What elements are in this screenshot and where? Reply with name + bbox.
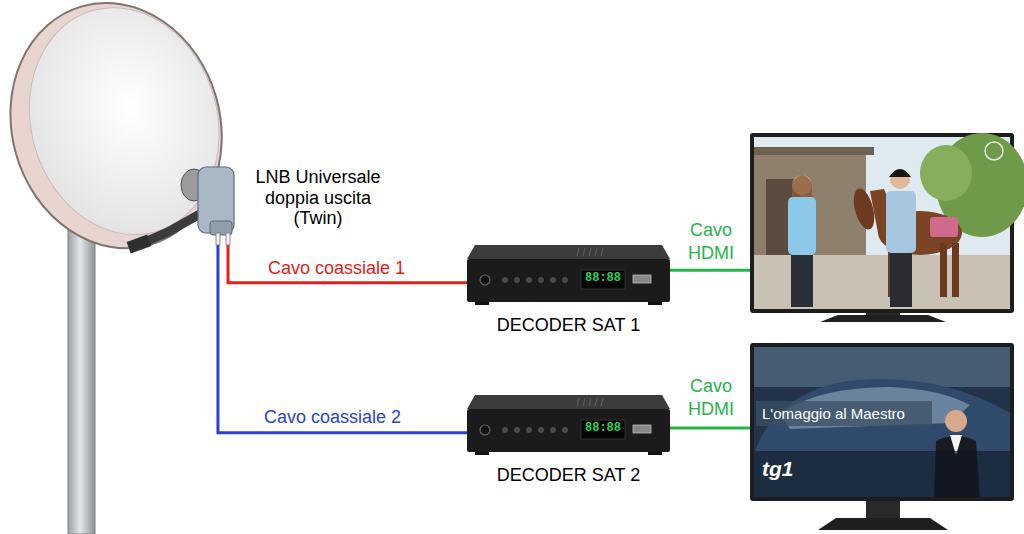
button <box>526 277 532 283</box>
decoder-foot <box>475 302 489 305</box>
device-label: LNB Universale doppia uscita (Twin) <box>246 167 390 229</box>
vent <box>601 248 603 256</box>
decoder-vents <box>577 248 603 256</box>
button <box>502 277 508 283</box>
dish-surface <box>3 0 245 257</box>
vent <box>577 398 579 406</box>
channel-logo <box>985 142 1003 160</box>
decoder-top <box>467 245 670 259</box>
display-readout: 88:88 <box>581 422 625 436</box>
channel-logo: tg1 <box>762 457 822 481</box>
vent <box>595 398 597 406</box>
arm-bracket <box>127 235 152 254</box>
button <box>526 427 532 433</box>
person-legs <box>890 253 912 307</box>
stand-neck <box>866 499 900 519</box>
button <box>538 277 544 283</box>
tv-stand <box>818 499 948 530</box>
power-button <box>480 425 490 435</box>
button <box>502 427 508 433</box>
decoder-foot <box>648 302 662 305</box>
display-window <box>581 270 625 289</box>
usb-port <box>633 425 651 433</box>
television <box>750 133 1014 313</box>
news-caption: L'omaggio al Maestro <box>762 405 932 422</box>
display-readout: 88:88 <box>581 272 625 286</box>
tree <box>920 145 972 201</box>
vent <box>577 248 579 256</box>
lnb-output <box>216 233 220 245</box>
vent <box>583 398 585 406</box>
device-label: DECODER SAT 1 <box>447 315 690 336</box>
vent <box>589 248 591 256</box>
tv-screen <box>754 347 1010 497</box>
decoder-foot <box>475 452 489 455</box>
vent <box>601 398 603 406</box>
presenter-head <box>945 410 967 432</box>
vent <box>589 398 591 406</box>
button <box>538 427 544 433</box>
horse-leg <box>952 243 959 297</box>
vent <box>583 248 585 256</box>
riding-helmet <box>889 169 911 177</box>
coax-cable <box>218 245 467 433</box>
dish-rim <box>0 0 250 273</box>
hdmi-cable <box>670 427 750 430</box>
stand-base <box>820 315 946 322</box>
person-head <box>890 169 910 189</box>
horse-leg <box>940 243 947 297</box>
cable-label: Cavo HDMI <box>680 219 742 266</box>
mast-pole <box>68 225 95 534</box>
button <box>514 427 520 433</box>
person-hair <box>792 175 812 197</box>
satellite-dish <box>0 0 250 534</box>
caption-bar <box>756 401 932 426</box>
lnb-device: LNB Universale doppia uscita (Twin) <box>180 163 235 245</box>
decoder-box-outline <box>467 395 670 455</box>
stand-base <box>818 518 948 530</box>
decoder-front <box>467 409 670 452</box>
power-button <box>480 275 490 285</box>
hdmi-cable <box>670 269 750 272</box>
cable-label: Cavo coassiale 2 <box>264 406 444 429</box>
button <box>562 277 568 283</box>
button <box>550 277 556 283</box>
coax-cable <box>228 245 467 283</box>
decoder-foot <box>648 452 662 455</box>
button <box>514 277 520 283</box>
car-body <box>754 379 1010 497</box>
person-shirt <box>788 197 816 255</box>
television: L'omaggio al Maestro tg1 <box>750 343 1014 501</box>
usb-port <box>633 275 651 283</box>
button <box>562 427 568 433</box>
television-outline <box>750 133 1014 313</box>
decoder-box: 88:88DECODER SAT 1 <box>467 245 670 305</box>
person-legs <box>791 255 813 307</box>
decoder-box: 88:88DECODER SAT 2 <box>467 395 670 455</box>
lnb-output <box>226 233 230 245</box>
decoder-vents <box>577 398 603 406</box>
lnb-device-outline <box>180 163 235 245</box>
device-label: DECODER SAT 2 <box>447 465 690 486</box>
display-window <box>581 420 625 439</box>
stable-roof <box>754 147 874 155</box>
ground <box>754 255 1010 309</box>
lower-band <box>754 451 1010 497</box>
tv-frame <box>750 343 1014 501</box>
vent <box>595 248 597 256</box>
stable-wall <box>754 151 866 263</box>
decoder-box-outline <box>467 245 670 305</box>
decoder-top <box>467 395 670 409</box>
horse-head <box>850 186 878 231</box>
cable-label: Cavo coassiale 1 <box>268 257 448 280</box>
decoder-front <box>467 259 670 302</box>
cable-label: Cavo HDMI <box>680 375 742 422</box>
button <box>550 427 556 433</box>
dish-reflector <box>0 0 250 273</box>
saddle-pad <box>930 217 958 237</box>
person-shirt <box>886 191 916 253</box>
